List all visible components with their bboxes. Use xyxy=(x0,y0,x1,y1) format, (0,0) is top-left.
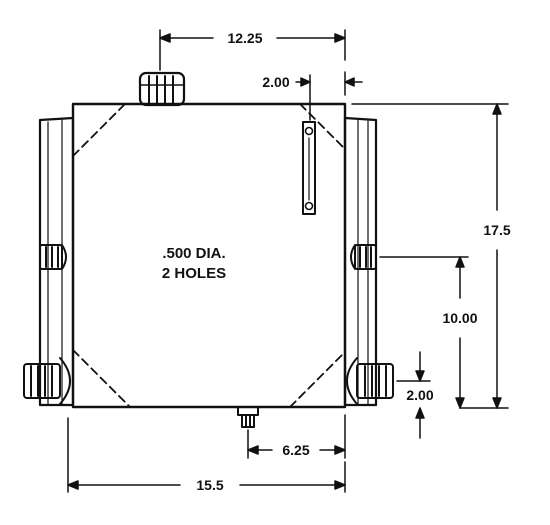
label-height-total: 17.5 xyxy=(483,222,510,238)
right-lower-fitting xyxy=(346,357,394,405)
left-lower-fitting xyxy=(23,357,71,405)
label-drain-offset: 6.25 xyxy=(282,442,309,458)
dim-drain-offset-lines xyxy=(247,414,346,459)
dim-top-width-lines xyxy=(159,29,346,71)
left-side-tank xyxy=(38,116,75,407)
label-sight-gauge-offset: 2.00 xyxy=(262,74,289,90)
dim-sight-gauge-lines xyxy=(295,71,363,121)
label-port-lower-height: 2.00 xyxy=(406,387,433,403)
right-upper-fitting xyxy=(350,244,377,270)
note-hole-diameter: .500 DIA. xyxy=(162,245,225,262)
note-hole-count: 2 HOLES xyxy=(162,265,226,282)
filler-cap xyxy=(138,71,186,107)
tank-body xyxy=(71,102,347,409)
drain-plug xyxy=(237,406,259,428)
label-port-upper-height: 10.00 xyxy=(442,310,477,326)
label-width-bottom: 15.5 xyxy=(196,477,223,493)
dim-bottom-width-lines xyxy=(67,417,346,493)
dim-lower-port-lines xyxy=(396,351,431,439)
corner-chamfers xyxy=(72,103,346,408)
sight-gauge xyxy=(302,121,316,215)
label-width-top: 12.25 xyxy=(227,30,262,46)
dim-upper-port-lines xyxy=(379,256,469,409)
dim-total-height-lines xyxy=(351,103,509,409)
left-upper-fitting xyxy=(39,244,67,270)
